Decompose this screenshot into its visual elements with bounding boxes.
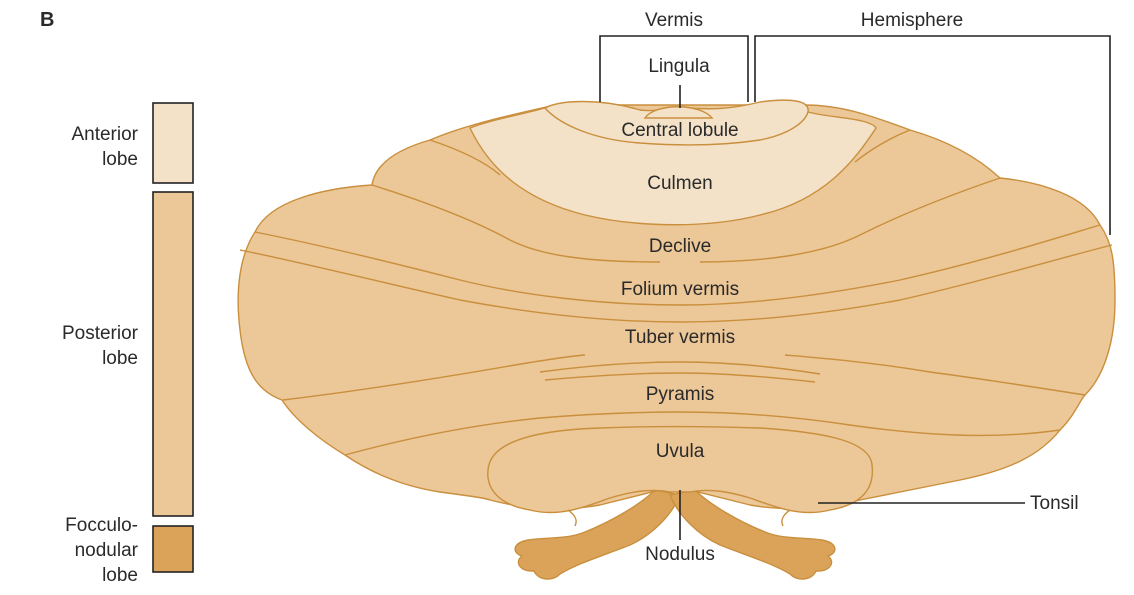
label-pyramis: Pyramis xyxy=(646,384,715,405)
anterior-lobe-label-1: Anterior xyxy=(71,124,138,145)
label-central-lobule: Central lobule xyxy=(621,120,738,141)
tonsil-right-sulcus xyxy=(782,510,790,526)
posterior-lobe-label-1: Posterior xyxy=(62,323,139,344)
label-culmen: Culmen xyxy=(647,173,712,194)
flocculonodular-lobe-label-2: nodular xyxy=(75,540,139,561)
posterior-lobe-bar xyxy=(153,192,193,516)
posterior-lobe-label-2: lobe xyxy=(102,348,138,369)
flocculonodular-lobe-bar xyxy=(153,526,193,572)
tonsil-left-sulcus xyxy=(568,510,576,526)
label-folium-vermis: Folium vermis xyxy=(621,279,739,300)
label-lingula: Lingula xyxy=(648,56,710,77)
flocculonodular-lobe-label-1: Focculo- xyxy=(65,515,138,536)
anterior-lobe-label-2: lobe xyxy=(102,149,138,170)
label-tuber-vermis: Tuber vermis xyxy=(625,327,735,348)
label-uvula: Uvula xyxy=(656,441,705,462)
anterior-lobe-bar xyxy=(153,103,193,183)
label-hemisphere: Hemisphere xyxy=(861,10,963,31)
label-vermis: Vermis xyxy=(645,10,703,31)
label-tonsil: Tonsil xyxy=(1030,493,1079,514)
panel-letter: B xyxy=(40,9,54,31)
label-declive: Declive xyxy=(649,236,711,257)
label-nodulus: Nodulus xyxy=(645,544,715,565)
flocculonodular-lobe-label-3: lobe xyxy=(102,565,138,586)
